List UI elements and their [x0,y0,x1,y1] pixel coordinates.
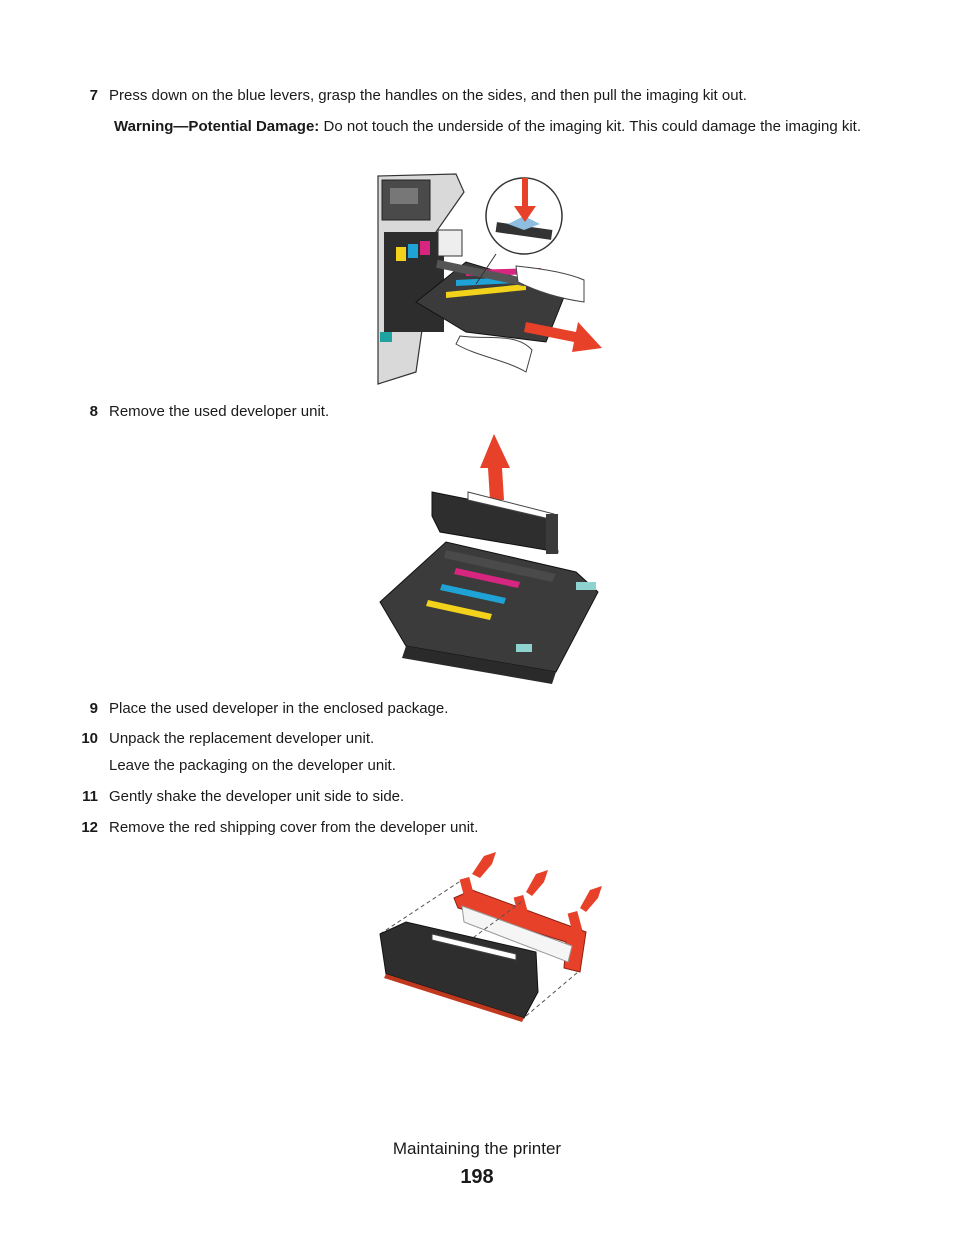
step-text: Place the used developer in the enclosed… [109,700,449,717]
step-text: Remove the used developer unit. [109,403,330,420]
warning-note: Warning—Potential Damage: Do not touch t… [114,117,884,137]
page-number: 198 [460,1166,494,1188]
step-text: Gently shake the developer unit side to … [109,788,405,805]
figure-remove-developer [376,432,604,686]
figure-remove-shipping-cover [376,850,604,1022]
step-text: Press down on the blue levers, grasp the… [109,87,747,104]
step-number: 10 [81,730,98,747]
step-text: Leave the packaging on the developer uni… [109,757,396,774]
figure-remove-imaging-kit [376,172,604,386]
developer-unit-illustration [379,434,599,684]
shipping-cover-illustration [379,852,602,1022]
step-text: Remove the red shipping cover from the d… [109,819,479,836]
step-number: 8 [89,403,98,420]
warning-label: Warning—Potential Damage: [114,118,320,135]
step-text: Unpack the replacement developer unit. [109,730,375,747]
step-number: 12 [81,819,98,836]
footer-section-title: Maintaining the printer [392,1139,562,1158]
warning-text: Do not touch the underside of the imagin… [319,118,862,135]
imaging-kit-illustration [377,173,602,385]
step-number: 11 [82,788,98,805]
step-number: 7 [89,87,98,104]
step-number: 9 [89,700,98,717]
